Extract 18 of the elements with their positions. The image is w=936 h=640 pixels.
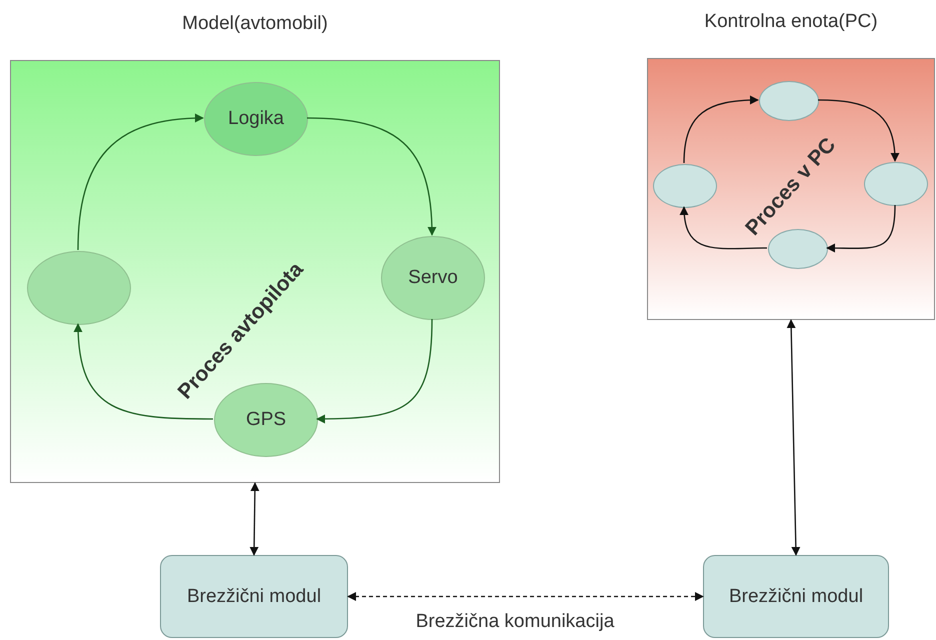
oval-node: Logika — [204, 82, 308, 156]
arrow — [316, 318, 433, 424]
panel-title: Kontrolna enota(PC) — [703, 11, 879, 33]
arrow — [77, 114, 204, 250]
oval-node: GPS — [214, 383, 318, 457]
arrow — [250, 482, 260, 556]
oval-node: Servo — [381, 236, 485, 320]
arrow — [818, 99, 900, 162]
module-box: Brezžični modul — [703, 555, 889, 638]
panel-title: Model(avtomobil) — [181, 13, 329, 35]
module-box: Brezžični modul — [160, 555, 348, 638]
arrow — [826, 204, 896, 253]
arrow — [306, 117, 436, 236]
arrow — [683, 96, 759, 164]
arrow — [347, 592, 704, 601]
arrow — [680, 206, 767, 250]
arrow — [74, 323, 213, 420]
arrow — [786, 319, 800, 556]
